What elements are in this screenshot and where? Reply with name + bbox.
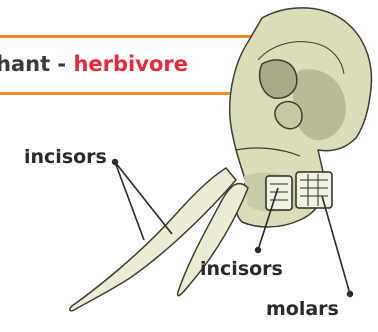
molar-tooth (296, 172, 332, 208)
dot-molars (347, 291, 353, 297)
leader-incisors-top-b (115, 162, 144, 240)
leader-molars (322, 196, 350, 294)
leader-incisors-top-a (115, 162, 172, 234)
label-incisors-top: incisors (24, 146, 107, 168)
label-incisors-bottom: incisors (200, 258, 283, 280)
dot-incisors-bottom (255, 247, 261, 253)
tusks (70, 168, 248, 311)
incisor-tooth (266, 176, 292, 210)
teeth (266, 172, 332, 210)
label-molars: molars (266, 298, 339, 320)
dot-incisors-top (112, 159, 118, 165)
nasal-cavity (260, 60, 297, 98)
